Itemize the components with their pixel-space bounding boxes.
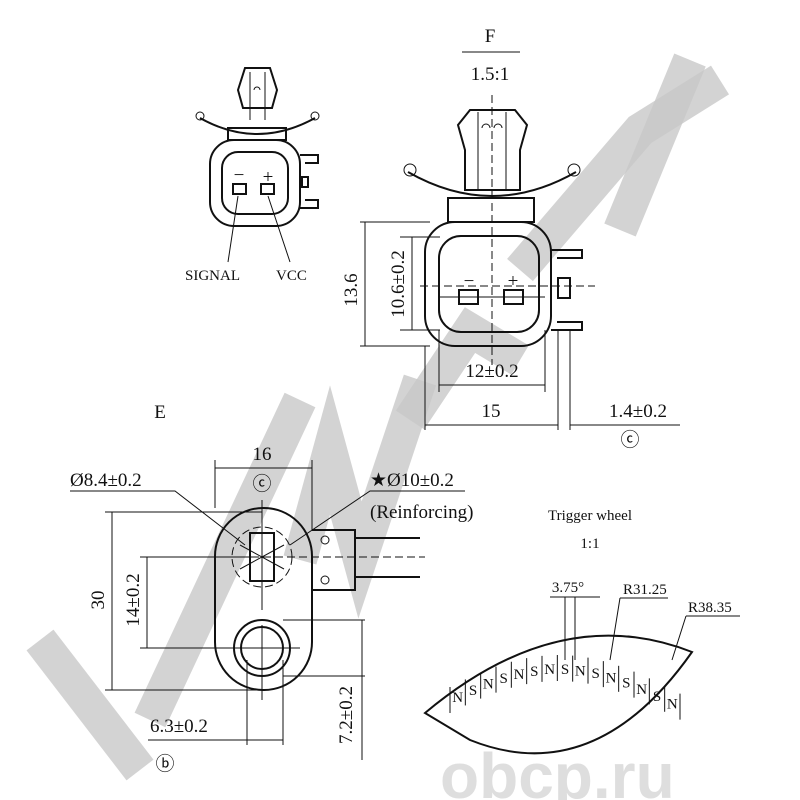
trigger-wheel-scale: 1:1 — [580, 536, 599, 552]
inner-radius: R31.25 — [623, 582, 667, 598]
view-f: F 1.5:1 − + 13.6 10.6±0.2 12±0.2 15 1.4±… — [341, 26, 680, 451]
pole-label: N — [452, 690, 463, 706]
view-e-title: E — [154, 402, 166, 423]
view-f-scale: 1.5:1 — [471, 64, 510, 85]
dim-tab: 1.4±0.2 — [609, 401, 667, 422]
pole-label: N — [544, 662, 555, 678]
dim-inner-height: 10.6±0.2 — [388, 250, 409, 317]
pitch-angle: 3.75° — [552, 580, 584, 596]
pole-label: N — [575, 663, 586, 679]
view-f-title: F — [485, 26, 496, 47]
f-pin-minus-label: − — [464, 271, 475, 292]
dim-width: 15 — [482, 401, 501, 422]
dim-hole-offset: 7.2±0.2 — [336, 686, 357, 744]
mark-b: ⓑ — [155, 753, 174, 775]
pole-label: N — [667, 697, 678, 713]
pole-label: S — [469, 683, 477, 699]
pole-label: N — [606, 670, 617, 686]
signal-label: SIGNAL — [185, 268, 240, 284]
mark-c-e: ⓒ — [252, 473, 271, 495]
dim-bore: Ø8.4±0.2 — [70, 470, 142, 491]
dim-reinforcing: ★Ø10±0.2 — [370, 470, 454, 491]
pole-label: S — [561, 662, 569, 678]
pole-label: N — [636, 682, 647, 698]
pole-label: N — [514, 667, 525, 683]
pin-plus-label: + — [263, 167, 274, 188]
connector-front-small: − + SIGNAL VCC — [185, 67, 320, 284]
pole-label: S — [622, 676, 630, 692]
watermark: obcp.ru — [26, 53, 730, 800]
pole-label: S — [591, 666, 599, 682]
pole-label: N — [483, 676, 494, 692]
dim-hole: 6.3±0.2 — [150, 716, 208, 737]
pole-label: S — [653, 689, 661, 705]
pin-minus-label: − — [234, 165, 245, 186]
mark-c: ⓒ — [620, 429, 639, 451]
dim-center: 14±0.2 — [123, 573, 144, 626]
dim-width-16: 16 — [253, 444, 272, 465]
pole-label: S — [499, 671, 507, 687]
dim-inner-width: 12±0.2 — [465, 361, 518, 382]
view-e: E 16 ⓒ Ø8.4±0.2 ★Ø10±0.2 (Reinforcing) 3… — [70, 402, 473, 775]
dim-length: 30 — [88, 591, 109, 610]
pole-label: S — [530, 664, 538, 680]
dim-height: 13.6 — [341, 273, 362, 306]
watermark-text: obcp.ru — [440, 740, 675, 800]
f-pin-plus-label: + — [508, 271, 519, 292]
trigger-wheel-title: Trigger wheel — [548, 508, 632, 524]
vcc-label: VCC — [276, 268, 307, 284]
reinforcing-note: (Reinforcing) — [370, 502, 473, 523]
outer-radius: R38.35 — [688, 600, 732, 616]
